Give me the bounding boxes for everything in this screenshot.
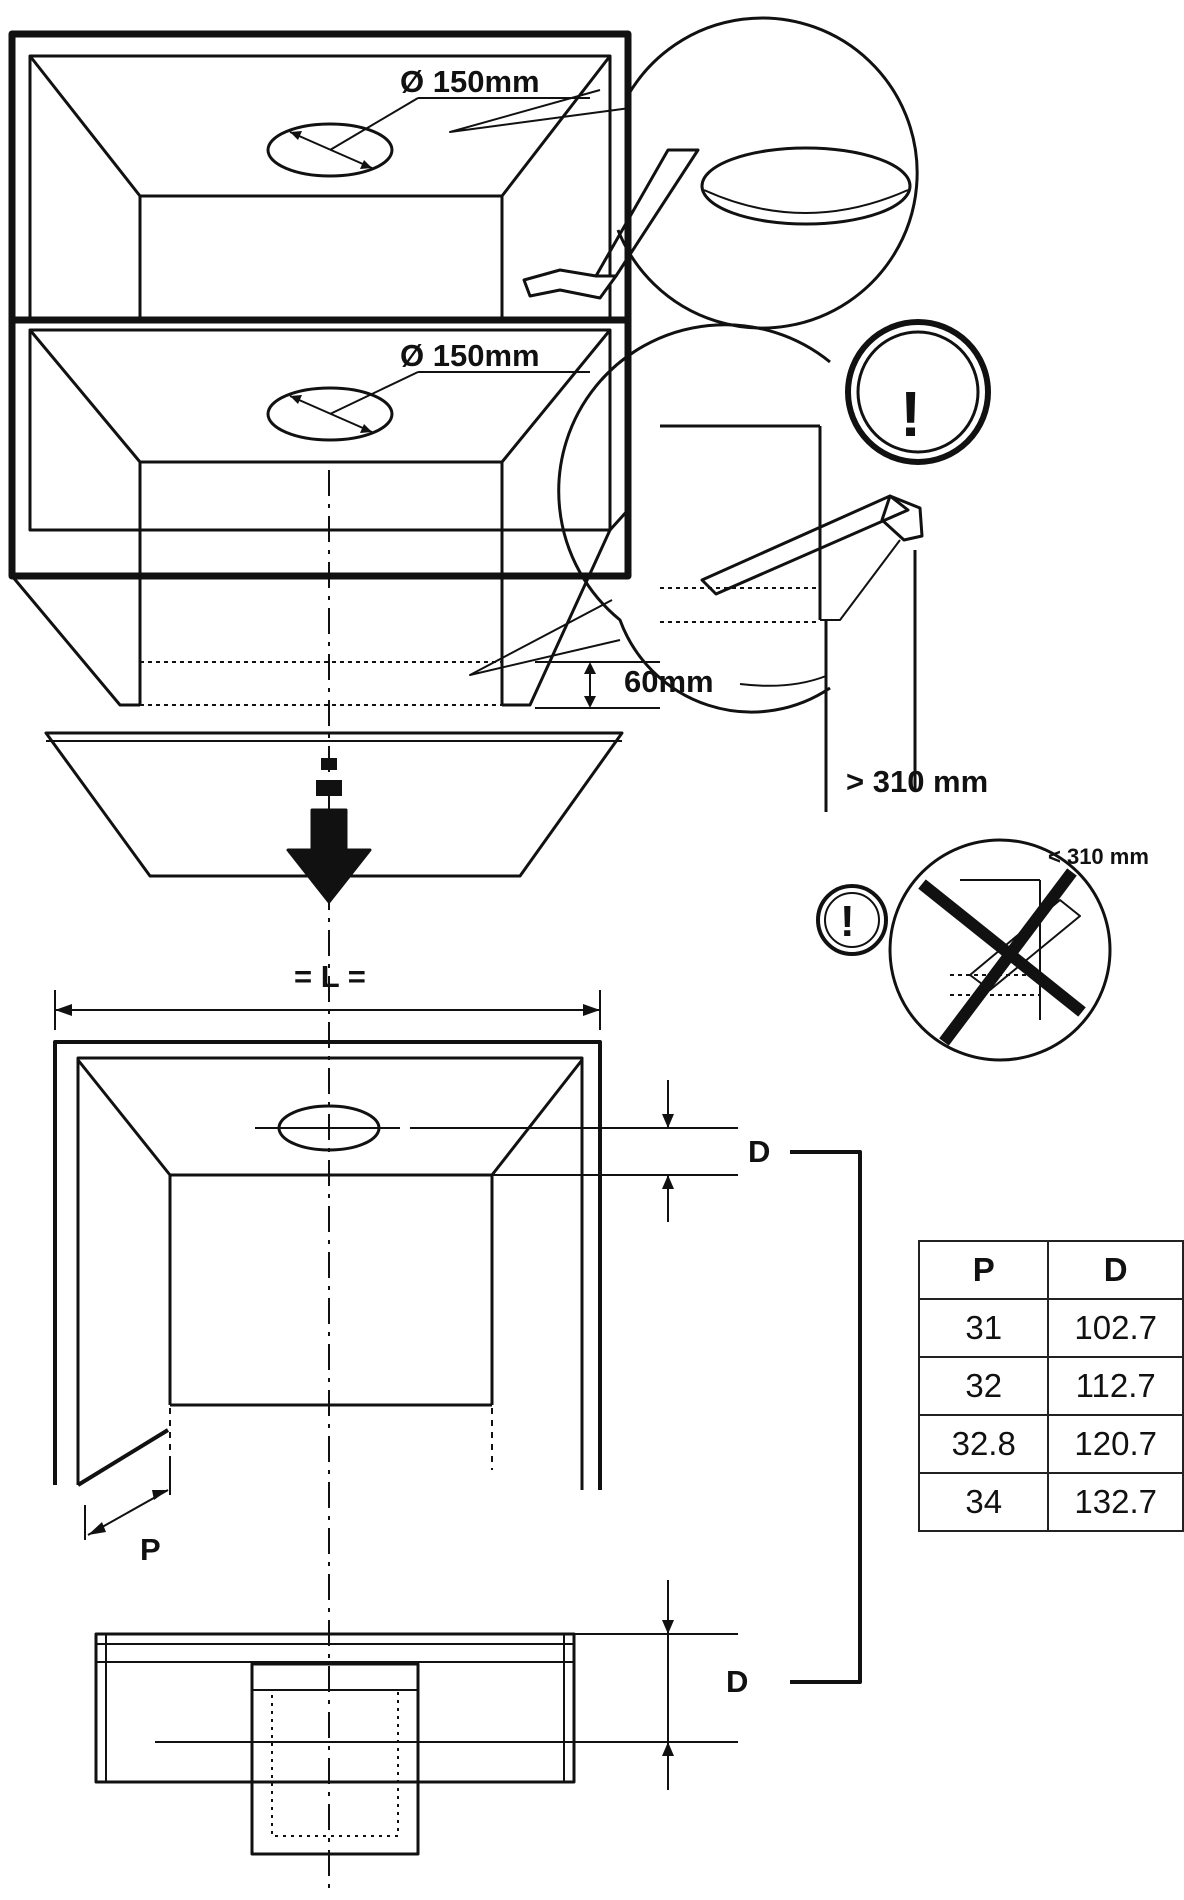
table-row: 31 102.7	[917, 1298, 1184, 1358]
warning-icon	[845, 319, 991, 465]
table-header-p: P	[917, 1240, 1050, 1300]
table-row: 32.8 120.7	[917, 1414, 1184, 1474]
cross-mark-icon	[918, 879, 1086, 1017]
table-row: 32 112.7	[917, 1356, 1184, 1416]
diameter-label-middle: Ø 150mm	[400, 338, 540, 373]
table-cell-p: 32.8	[917, 1414, 1050, 1474]
width-L-label: = L =	[294, 959, 366, 994]
table-header-row: P D	[917, 1240, 1184, 1300]
diameter-label-top: Ø 150mm	[400, 64, 540, 99]
depth-P-label: P	[140, 1532, 161, 1567]
upper-cabinet	[8, 30, 632, 580]
table-cell-p: 31	[917, 1298, 1050, 1358]
height-60-label: 60mm	[624, 664, 714, 699]
bottom-view	[94, 1580, 738, 1856]
detail-circle-incorrect	[816, 838, 1112, 1062]
warning-exclamation: !	[900, 378, 921, 450]
hood-shell	[44, 731, 624, 904]
offset-D-label-top: D	[748, 1134, 770, 1169]
offset-D-label-bottom: D	[726, 1664, 748, 1699]
front-view	[53, 990, 862, 1684]
detail-circle-cut-side	[469, 323, 924, 812]
duct-hole-top	[266, 122, 394, 178]
table-cell-d: 120.7	[1047, 1414, 1184, 1474]
table-row: 34 132.7	[917, 1472, 1184, 1532]
table-cell-p: 34	[917, 1472, 1050, 1532]
min-gap-ok-label: > 310 mm	[846, 764, 988, 799]
min-gap-bad-label: < 310 mm	[1048, 844, 1149, 869]
duct-hole-middle	[266, 386, 394, 442]
table-header-d: D	[1047, 1240, 1184, 1300]
table-cell-d: 112.7	[1047, 1356, 1184, 1416]
lower-compartment	[10, 328, 660, 709]
detail-circle-cut-hole	[449, 16, 919, 330]
dimension-table: P D 31 102.7 32 112.7 32.8 120.7 34 132.…	[917, 1240, 1184, 1532]
table-cell-d: 132.7	[1047, 1472, 1184, 1532]
table-cell-d: 102.7	[1047, 1298, 1184, 1358]
warning-exclamation-small: !	[840, 897, 855, 946]
table-cell-p: 32	[917, 1356, 1050, 1416]
